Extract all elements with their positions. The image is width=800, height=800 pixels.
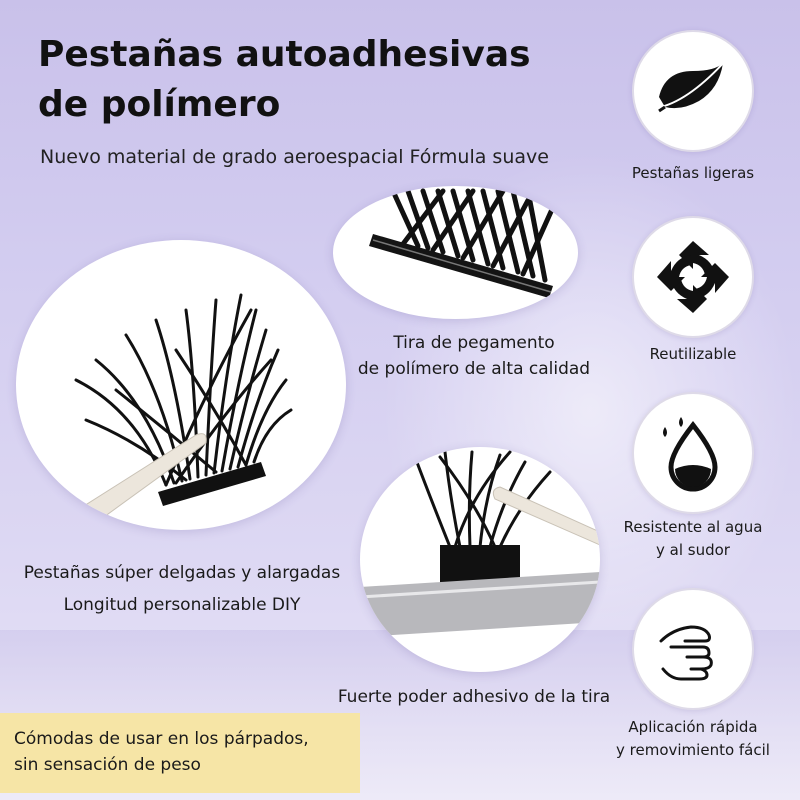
feature-waterproof xyxy=(632,392,754,514)
feature-waterproof-label: Resistente al agua y al sudor xyxy=(600,516,786,562)
adhesive-strength-label: Fuerte poder adhesivo de la tira xyxy=(337,687,611,707)
feature-easy-apply-text-1: Aplicación rápida xyxy=(628,718,758,736)
water-drop-icon xyxy=(663,417,718,492)
lash-cluster-image xyxy=(16,240,346,530)
lash-strip-closeup-image xyxy=(333,186,578,319)
feather-icon xyxy=(658,58,728,113)
title-line-2: de polímero xyxy=(38,84,281,125)
title-line-1: Pestañas autoadhesivas xyxy=(38,34,531,75)
feature-easy-apply xyxy=(632,588,754,710)
thin-lashes-label: Pestañas súper delgadas y alargadas xyxy=(23,563,341,583)
feature-reusable xyxy=(632,216,754,338)
feature-reusable-label: Reutilizable xyxy=(600,343,786,366)
recycle-icon xyxy=(657,241,729,313)
custom-length-label: Longitud personalizable DIY xyxy=(63,595,301,615)
feature-easy-apply-text-2: y removimiento fácil xyxy=(616,741,770,759)
comfort-callout: Cómodas de usar en los párpados, sin sen… xyxy=(0,713,360,793)
strip-label-line-2: de polímero de alta calidad xyxy=(357,359,591,379)
feature-waterproof-text-1: Resistente al agua xyxy=(623,518,763,536)
feature-reusable-text: Reutilizable xyxy=(649,345,737,363)
strip-label-line-1: Tira de pegamento xyxy=(393,333,555,353)
feature-light xyxy=(632,30,754,152)
strip-label: Tira de pegamento de polímero de alta ca… xyxy=(336,330,612,382)
hand-icon xyxy=(659,625,713,681)
callout-line-1: Cómodas de usar en los párpados, xyxy=(14,729,309,749)
feature-light-text: Pestañas ligeras xyxy=(631,164,755,182)
callout-line-2: sin sensación de peso xyxy=(14,755,201,775)
subtitle: Nuevo material de grado aeroespacial Fór… xyxy=(40,146,549,168)
feature-waterproof-text-2: y al sudor xyxy=(656,541,730,559)
feature-light-label: Pestañas ligeras xyxy=(600,162,786,185)
lash-adhesive-image xyxy=(360,447,600,672)
page-title: Pestañas autoadhesivas de polímero xyxy=(38,30,531,130)
feature-easy-apply-label: Aplicación rápida y removimiento fácil xyxy=(600,716,786,762)
